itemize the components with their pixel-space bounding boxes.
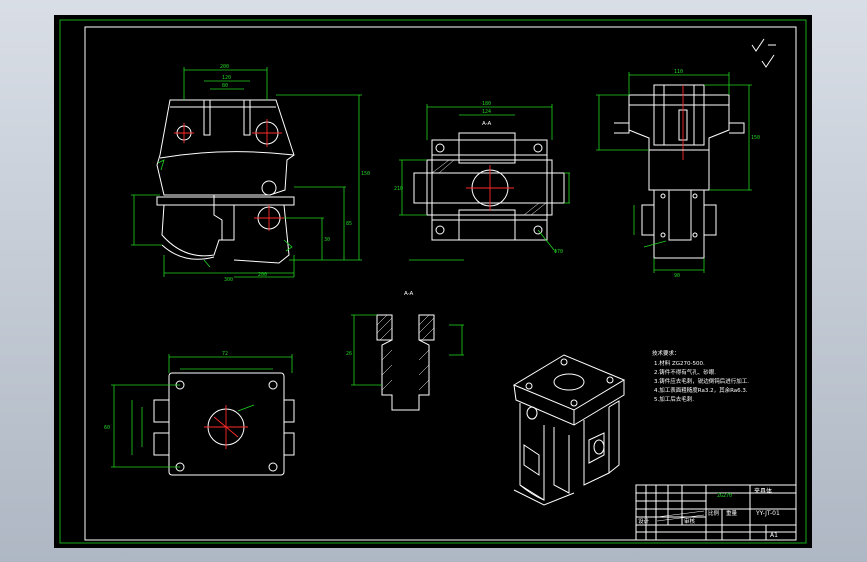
section-label: A-A <box>482 121 492 127</box>
dim-top-inner: 124 <box>482 109 491 115</box>
drawing-svg: 200 120 80 300 200 150 85 30 <box>59 19 807 544</box>
dim-section-w: 26 <box>346 351 352 357</box>
tech-req-item-3: 3.铸件应去毛刺，锐边倒钝后进行加工. <box>654 377 749 385</box>
outer-border <box>59 19 807 544</box>
isometric-view <box>512 354 626 506</box>
dim-top-hole: Φ70 <box>554 249 563 255</box>
title-weight-label: 重量 <box>726 509 738 517</box>
section-label-2: A-A <box>404 291 414 297</box>
dim-side-height: 150 <box>751 135 760 141</box>
iso-top-face <box>512 354 626 411</box>
top-view-shaft <box>413 172 565 204</box>
title-designer-label: 设计 <box>638 517 650 525</box>
dim-front-inner: 80 <box>222 83 228 89</box>
dim-front-mid: 120 <box>222 75 231 81</box>
top-view: 180 210 124 A-A Φ70 <box>394 101 570 261</box>
tech-req-item-4: 4.加工表面粗糙度Ra3.2，其余Ra6.3. <box>654 386 748 394</box>
plan-view: 72 60 <box>104 351 295 476</box>
side-view: 110 150 90 <box>596 69 760 279</box>
title-drawing-no: YY-JT-01 <box>755 510 780 517</box>
front-view-body-outline <box>156 99 295 196</box>
title-material: ZG270 <box>717 493 732 499</box>
title-sheet-size: A1 <box>770 532 778 539</box>
dim-top-left: 210 <box>394 186 403 192</box>
dim-front-bottom2: 200 <box>258 272 267 278</box>
section-outline <box>377 314 434 411</box>
tech-req-item-2: 2.铸件不得有气孔、砂眼. <box>654 368 716 376</box>
dim-front-height: 150 <box>361 171 370 177</box>
front-hole-mid <box>261 180 277 196</box>
technical-requirements: 技术要求： 1.材料 ZG270-500. 2.铸件不得有气孔、砂眼. 3.铸件… <box>652 349 749 403</box>
title-checker-label: 审核 <box>684 517 696 525</box>
dim-side-top: 110 <box>674 69 683 75</box>
inner-border <box>84 26 797 541</box>
dim-front-h3: 30 <box>324 237 330 243</box>
front-view-arc <box>159 151 295 159</box>
dim-plan-height: 60 <box>104 425 110 431</box>
dim-front-bottom: 300 <box>224 277 233 283</box>
title-scale-label: 比例 <box>708 509 720 517</box>
dim-top-overall: 180 <box>482 101 491 107</box>
tech-req-item-5: 5.加工后去毛刺. <box>654 395 694 403</box>
dim-front-h2: 85 <box>346 221 352 227</box>
dim-front-top: 200 <box>220 64 229 70</box>
tech-req-item-1: 1.材料 ZG270-500. <box>654 359 705 367</box>
dim-side-w: 90 <box>674 273 680 279</box>
plan-view-outline <box>168 372 285 476</box>
title-block-frame <box>635 484 797 541</box>
section-view: 26 A-A <box>346 291 464 411</box>
title-block: 夹具体 YY-JT-01 A1 ZG270 比例 重量 设计 审核 <box>635 484 797 541</box>
tech-req-title: 技术要求： <box>652 349 680 357</box>
front-view: 200 120 80 300 200 150 85 30 <box>131 64 370 283</box>
title-part-name: 夹具体 <box>754 487 772 495</box>
side-view-lower-block <box>653 189 705 259</box>
roughness-symbol <box>751 38 776 68</box>
drawing-canvas[interactable]: 200 120 80 300 200 150 85 30 <box>54 15 812 548</box>
dim-plan-top: 72 <box>222 351 228 357</box>
